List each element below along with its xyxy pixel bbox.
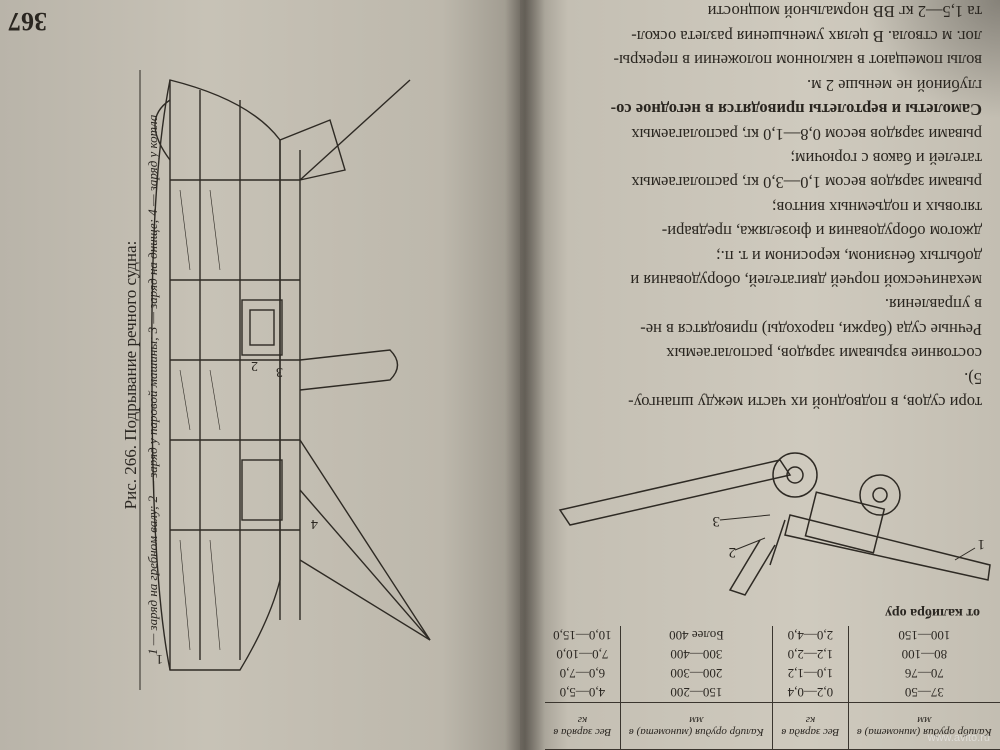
gun-marker-2: 2 <box>729 544 737 560</box>
charge-weight-table: Калибр орудия (миномета) в мм Вес заряда… <box>545 590 1000 750</box>
table-cell: 2,0—4,0 <box>772 626 849 645</box>
table-cell: 7,0—10,0 <box>545 645 621 664</box>
text-line: лог. м ствола. В целях уменьшения разлет… <box>631 26 982 46</box>
table-footer: от калибра ору <box>885 605 980 620</box>
corner-shadow <box>860 0 1000 120</box>
figure-caption-266: Рис. 266. Подрывание речного судна: 1 — … <box>120 95 164 655</box>
river-vessel-diagram: 2 3 4 1 <box>139 70 431 690</box>
table-cell: 37—50 <box>904 685 944 701</box>
table-cell: 0,2—0,4 <box>772 683 849 703</box>
text-line: в управления. <box>884 295 982 315</box>
table-cell: 100—150 <box>898 628 951 644</box>
text-line: добытых бензином, керосином и т. п.; <box>716 246 982 266</box>
text-line: джогом оборудования и фюзеляжа, предвари… <box>661 222 982 242</box>
text-line: тателей и баков с горючим; <box>790 148 982 168</box>
page-number: 367 <box>8 7 47 36</box>
text-line: рывами зарядов весом 0,8—1,0 кг, распола… <box>631 124 982 144</box>
table-cell: 200—300 <box>620 664 773 683</box>
text-line: глубиной не меньше 2 м. <box>807 75 982 95</box>
text-line: рывами зарядов весом 1,0—3,0 кг, распола… <box>631 173 982 193</box>
table-cell: Более 400 <box>620 626 773 645</box>
table-cell: 150—200 <box>620 683 773 703</box>
left-page: 367 <box>0 0 520 750</box>
marker-1: 1 <box>156 651 163 666</box>
figure-legend: 1 — заряд на гребном валу; 2 — заряд у п… <box>145 114 160 655</box>
text-block: тори судов, в подводной их части между ш… <box>540 0 1000 420</box>
col-header: Вес заряда в кг <box>545 702 621 750</box>
text-line: 5). <box>964 368 982 388</box>
text-line: та 1,5—2 кг ВВ нормальной мощности <box>707 2 982 22</box>
watermark: www.avito.ru <box>927 732 990 744</box>
table-cell: 10,0—15,0 <box>545 626 621 645</box>
text-line: механической порчей двигателей, оборудов… <box>630 270 982 290</box>
table-cell: 4,0—5,0 <box>545 683 621 703</box>
marker-4: 4 <box>311 516 318 531</box>
text-line: тяговых и подъемных винтов; <box>771 197 982 217</box>
gun-marker-1: 1 <box>978 536 986 552</box>
table-cell: 70—76 <box>904 666 944 682</box>
text-line: Самолеты и вертолеты приводятся в негодн… <box>610 100 982 120</box>
table-cell: 6,0—7,0 <box>545 664 621 683</box>
book-gutter <box>505 0 545 750</box>
marker-2: 2 <box>251 358 258 373</box>
col-header: Вес заряда в кг <box>772 702 849 750</box>
text-line: состояние взрывами зарядов, располагаемы… <box>666 344 982 364</box>
table-cell: 1,0—1,2 <box>772 664 849 683</box>
table-cell: 1,2—2,0 <box>772 645 849 664</box>
right-page <box>520 0 1000 750</box>
table-cell: 80—100 <box>901 647 948 663</box>
text-line: волы помещают в наклонном положении в пе… <box>613 51 982 71</box>
figure-title: Рис. 266. Подрывание речного судна: <box>121 240 140 510</box>
text-line: Речные суда (баржи, пароходы) приводятся… <box>640 319 982 339</box>
table-cell: 300—400 <box>620 645 773 664</box>
marker-3: 3 <box>276 364 283 379</box>
artillery-gun-diagram: 3 2 1 <box>558 452 991 596</box>
gun-marker-3: 3 <box>713 513 721 529</box>
text-line: тори судов, в подводной их части между ш… <box>628 393 982 412</box>
col-header: Калибр орудия (миномета) в мм <box>620 702 773 750</box>
